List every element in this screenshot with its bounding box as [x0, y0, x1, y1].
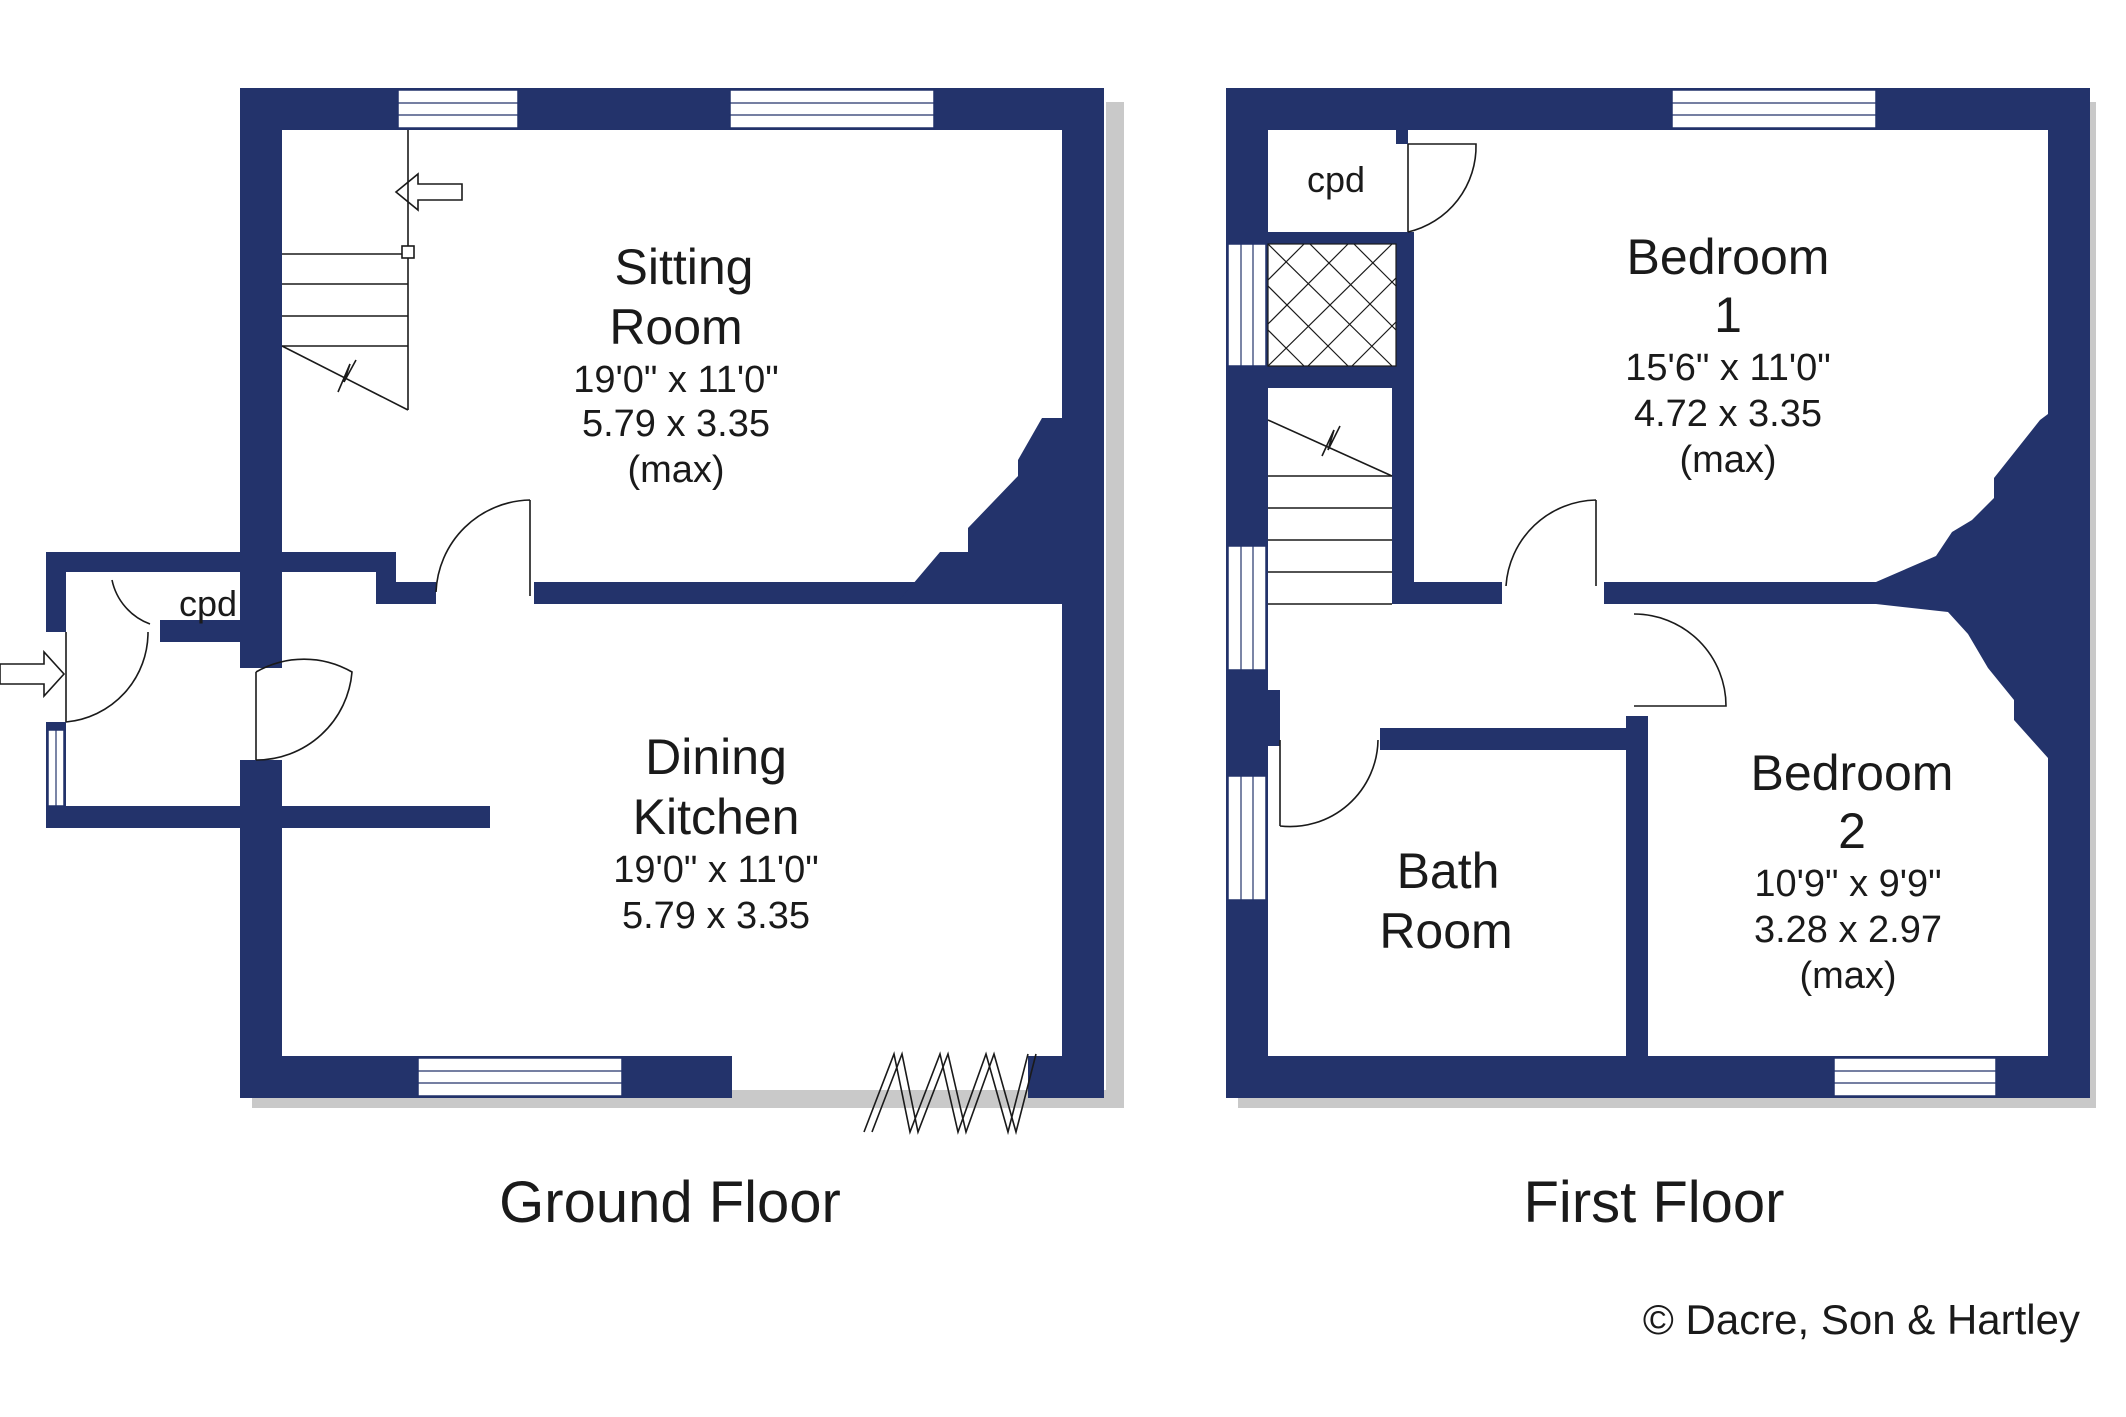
- copyright-text: © Dacre, Son & Hartley: [1643, 1296, 2080, 1343]
- sitting-room-name-line1: Sitting: [615, 239, 754, 295]
- first-floor-doors: [1279, 143, 1727, 828]
- bedroom1-imperial: 15'6" x 11'0": [1625, 347, 1831, 389]
- first-floor-stairs: [1267, 419, 1393, 605]
- dining-kitchen-name-line1: Dining: [645, 729, 787, 785]
- first-floor-plan: cpd Bedroom 1 15'6" x 11'0" 4.72 x 3.35 …: [1226, 88, 2096, 1235]
- bedroom2-metric: 3.28 x 2.97: [1754, 909, 1942, 951]
- ground-floor-plan: cpd Sitting Room 19'0" x 11'0" 5.79 x 3.…: [0, 88, 1124, 1235]
- ground-floor-title: Ground Floor: [499, 1170, 841, 1235]
- first-cupboard-label: cpd: [1307, 159, 1365, 200]
- sitting-room-metric: 5.79 x 3.35: [582, 403, 770, 445]
- stairs-up-arrow-icon: [394, 172, 463, 212]
- sitting-room-note: (max): [627, 449, 724, 491]
- dining-kitchen-imperial: 19'0" x 11'0": [613, 849, 819, 891]
- first-floor-hatch: [1267, 243, 1397, 367]
- ground-floor-windows: [47, 89, 935, 1097]
- sitting-room-name-line2: Room: [609, 299, 742, 355]
- entrance-arrow-icon: [0, 649, 66, 699]
- dining-kitchen-metric: 5.79 x 3.35: [622, 895, 810, 937]
- bathroom-name-line1: Bath: [1397, 843, 1500, 899]
- bedroom1-name-line1: Bedroom: [1627, 229, 1830, 285]
- bedroom2-name-line1: Bedroom: [1751, 745, 1954, 801]
- ground-cupboard-label: cpd: [179, 583, 237, 624]
- first-floor-windows: [1227, 89, 1997, 1097]
- bedroom1-note: (max): [1679, 439, 1776, 481]
- ground-floor-stairs: [281, 130, 415, 411]
- ground-floor-walls: [46, 88, 1104, 1098]
- bifold-door-icon: [863, 1051, 1037, 1136]
- dining-kitchen-name-line2: Kitchen: [633, 789, 800, 845]
- bedroom2-name-line2: 2: [1838, 803, 1866, 859]
- first-floor-title: First Floor: [1524, 1170, 1785, 1235]
- bathroom-name-line2: Room: [1379, 903, 1512, 959]
- ground-floor-doors: [65, 499, 531, 761]
- sitting-room-imperial: 19'0" x 11'0": [573, 359, 779, 401]
- bedroom1-metric: 4.72 x 3.35: [1634, 393, 1822, 435]
- bedroom2-note: (max): [1799, 955, 1896, 997]
- bedroom1-name-line2: 1: [1714, 287, 1742, 343]
- bedroom2-imperial: 10'9" x 9'9": [1754, 863, 1941, 905]
